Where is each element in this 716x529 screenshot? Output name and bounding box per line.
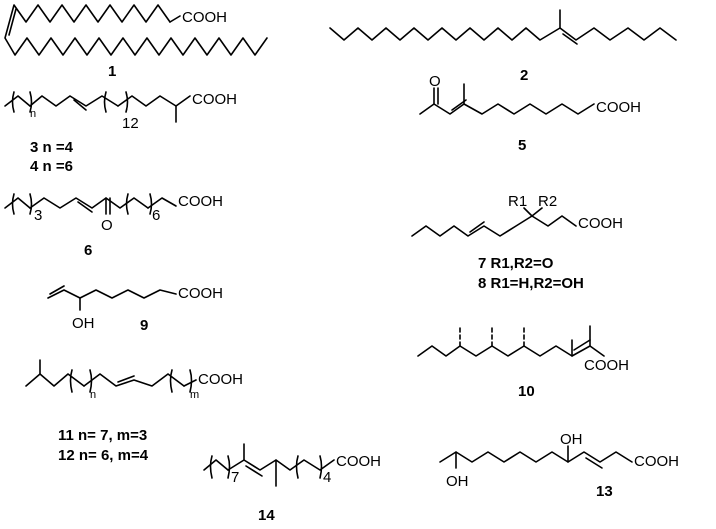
compound-2-structure xyxy=(329,9,677,45)
compound-10-label: 10 xyxy=(518,383,535,400)
compound-10-acid: COOH xyxy=(584,357,629,374)
compound-2-label: 2 xyxy=(520,67,528,84)
compound-13-oh-bottom: OH xyxy=(446,473,469,490)
compound-3-label: 3 n =4 xyxy=(30,139,74,156)
compound-14-repeat-b: 4 xyxy=(323,469,331,486)
compound-7-label: 7 R1,R2=O xyxy=(478,255,554,272)
compound-13-acid: COOH xyxy=(634,453,679,470)
compound-9-acid: COOH xyxy=(178,285,223,302)
compound-11-m-label: m xyxy=(190,389,199,401)
compound-10-structure xyxy=(417,325,605,357)
compound-7-r2: R2 xyxy=(538,193,557,210)
compound-6-repeat-a: 3 xyxy=(34,207,42,224)
compound-7-structure xyxy=(411,207,577,237)
compound-13-structure xyxy=(439,445,633,469)
compound-6-structure xyxy=(4,193,177,215)
compound-7-r1: R1 xyxy=(508,193,527,210)
compound-1-label: 1 xyxy=(108,63,116,80)
compound-3-structure xyxy=(4,91,191,123)
compound-5-acid: COOH xyxy=(596,99,641,116)
compound-3-repeat: 12 xyxy=(122,115,139,132)
compound-13-label: 13 xyxy=(596,483,613,500)
compound-7-acid: COOH xyxy=(578,215,623,232)
compound-1-acid: COOH xyxy=(182,9,227,26)
compound-6-label: 6 xyxy=(84,242,92,259)
compound-6-repeat-b: 6 xyxy=(152,207,160,224)
compound-5-keto: O xyxy=(429,73,441,90)
compound-5-structure xyxy=(419,83,595,115)
compound-11-label: 11 n= 7, m=3 xyxy=(58,427,147,444)
compound-12-label: 12 n= 6, m=4 xyxy=(58,447,149,464)
compound-3-acid: COOH xyxy=(192,91,237,108)
compound-6-acid: COOH xyxy=(178,193,223,210)
compound-11-structure xyxy=(25,359,197,393)
compound-14-repeat-a: 7 xyxy=(231,469,239,486)
compound-9-structure xyxy=(47,285,177,311)
compound-14-label: 14 xyxy=(258,507,275,524)
compound-4-label: 4 n =6 xyxy=(30,158,73,175)
compound-8-label: 8 R1=H,R2=OH xyxy=(478,275,584,292)
compound-11-n-label: n xyxy=(90,389,96,401)
compound-3-n-label: n xyxy=(30,108,36,120)
compound-11-acid: COOH xyxy=(198,371,243,388)
compound-13-oh-top: OH xyxy=(560,431,583,448)
compound-14-structure xyxy=(203,443,335,487)
compound-5-label: 5 xyxy=(518,137,526,154)
compound-9-label: 9 xyxy=(140,317,148,334)
compound-14-acid: COOH xyxy=(336,453,381,470)
compound-6-keto: O xyxy=(101,217,113,234)
compound-9-oh: OH xyxy=(72,315,95,332)
compound-1-structure xyxy=(4,4,268,56)
